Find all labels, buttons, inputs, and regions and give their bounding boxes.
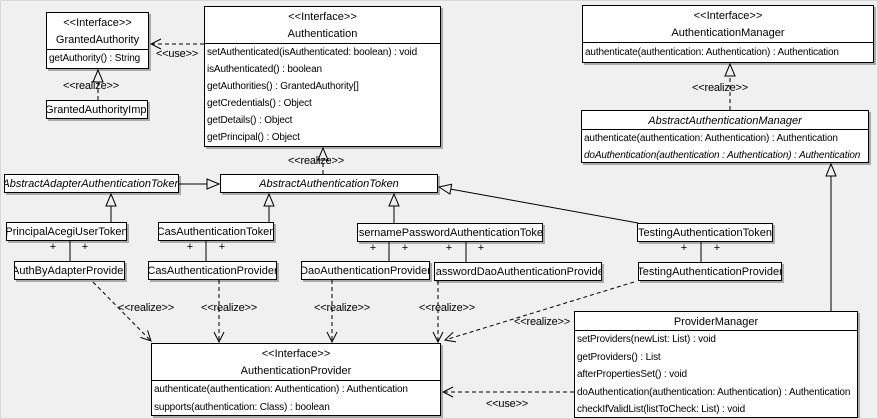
association-plus-marker: + — [680, 242, 688, 254]
class-name: AuthenticationProvider — [240, 365, 352, 377]
class-name: CasAuthenticationToken — [158, 225, 274, 238]
method-label: getPrincipal() : Object — [207, 132, 300, 143]
class-name: GrantedAuthorityImpl — [46, 103, 148, 116]
stereotype-label: <<Interface>> — [288, 11, 357, 23]
class-name: AuthByAdapterProvider — [14, 264, 125, 277]
class-name: CasAuthenticationProvider — [148, 264, 277, 277]
method-label: getCredentials() : Object — [207, 98, 312, 109]
class-name: AbstractAdapterAuthenticationToken — [4, 177, 179, 190]
method-label: authenticate(authentication: Authenticat… — [585, 47, 839, 58]
class-name: PasswordDaoAuthenticationProvider — [434, 265, 602, 278]
method-label: checkIfValidList(listToCheck: List) : vo… — [577, 404, 746, 416]
class-granted-authority: <<Interface>> GrantedAuthority getAuthor… — [46, 12, 149, 69]
class-testing-authentication-token: TestingAuthenticationToken — [637, 223, 773, 242]
method-label: getAuthorities() : GrantedAuthority[] — [207, 81, 359, 92]
class-cas-authentication-token: CasAuthenticationToken — [158, 222, 274, 241]
class-name: GrantedAuthority — [55, 34, 140, 46]
realize-label: <<realize>> — [63, 80, 119, 92]
association-plus-marker: + — [186, 241, 194, 253]
association-plus-marker: + — [49, 241, 57, 253]
method-label: getProviders() : List — [577, 351, 661, 363]
association-plus-marker: + — [445, 242, 453, 254]
method-label: doAuthentication(authentication : Authen… — [584, 150, 861, 161]
association-plus-marker: + — [401, 242, 409, 254]
class-name: DaoAuthenticationProvider — [301, 264, 430, 277]
method-label: authenticate(authentication: Authenticat… — [584, 133, 838, 144]
method-label: getAuthority() : String — [49, 53, 141, 64]
realize-label: <<realize>> — [514, 316, 570, 328]
use-label: <<use>> — [155, 48, 199, 60]
stereotype-label: <<Interface>> — [261, 348, 331, 360]
method-label: isAuthenticated() : boolean — [207, 64, 322, 75]
method-label: getDetails() : Object — [207, 115, 293, 126]
class-name: ProviderManager — [673, 316, 759, 328]
class-name: Authentication — [287, 28, 358, 40]
realize-label: <<realize>> — [692, 82, 748, 94]
class-cas-authentication-provider: CasAuthenticationProvider — [148, 261, 277, 280]
method-label: afterPropertiesSet() : void — [577, 369, 687, 381]
realize-label: <<realize>> — [288, 155, 344, 167]
class-dao-authentication-provider: DaoAuthenticationProvider — [301, 261, 430, 280]
stereotype-label: <<Interface>> — [63, 17, 132, 29]
class-username-password-authentication-token: UsernamePasswordAuthenticationToken — [357, 223, 543, 242]
class-name: AbstractAuthenticationToken — [259, 177, 399, 190]
association-plus-marker: + — [477, 242, 485, 254]
method-label: setProviders(newList: List) : void — [577, 334, 716, 345]
class-authentication-manager: <<Interface>> AuthenticationManager auth… — [582, 5, 874, 63]
stereotype-label: <<Interface>> — [693, 10, 763, 22]
class-authentication-provider: <<Interface>> AuthenticationProvider aut… — [151, 343, 441, 416]
method-label: doAuthentication(authentication: Authent… — [577, 386, 851, 398]
class-provider-manager: ProviderManager setProviders(newList: Li… — [574, 311, 858, 418]
realize-label: <<realize>> — [118, 302, 174, 314]
realize-label: <<realize>> — [419, 302, 475, 314]
class-abstract-authentication-manager: AbstractAuthenticationManager authentica… — [581, 110, 869, 163]
method-label: setAuthenticated(isAuthenticated: boolea… — [207, 47, 418, 58]
class-authentication: <<Interface>> Authentication setAuthenti… — [204, 6, 441, 147]
association-plus-marker: + — [369, 242, 377, 254]
class-name: TestingAuthenticationToken — [638, 226, 772, 239]
method-label: supports(authentication: Class) : boolea… — [154, 402, 330, 413]
generalization-testing-authentication-token — [439, 187, 639, 224]
class-password-dao-authentication-provider: PasswordDaoAuthenticationProvider — [434, 262, 602, 281]
class-auth-by-adapter-provider: AuthByAdapterProvider — [14, 261, 125, 280]
class-abstract-authentication-token: AbstractAuthenticationToken — [220, 174, 438, 193]
class-name: UsernamePasswordAuthenticationToken — [357, 226, 543, 239]
association-plus-marker: + — [218, 241, 226, 253]
association-plus-marker: + — [81, 241, 89, 253]
method-label: authenticate(authentication: Authenticat… — [154, 384, 408, 395]
realize-label: <<realize>> — [314, 302, 370, 314]
class-name: AuthenticationManager — [671, 27, 785, 39]
class-name: TestingAuthenticationProvider — [638, 265, 782, 278]
realize-label: <<realize>> — [201, 302, 257, 314]
class-name: PrincipalAcegiUserToken — [6, 225, 127, 238]
class-principal-acegi-user-token: PrincipalAcegiUserToken — [6, 222, 127, 241]
class-name: AbstractAuthenticationManager — [648, 115, 802, 127]
class-testing-authentication-provider: TestingAuthenticationProvider — [638, 262, 782, 281]
association-plus-marker: + — [713, 242, 721, 254]
class-abstract-adapter-authentication-token: AbstractAdapterAuthenticationToken — [4, 174, 179, 193]
class-granted-authority-impl: GrantedAuthorityImpl — [46, 100, 148, 119]
use-label: <<use>> — [485, 398, 529, 410]
